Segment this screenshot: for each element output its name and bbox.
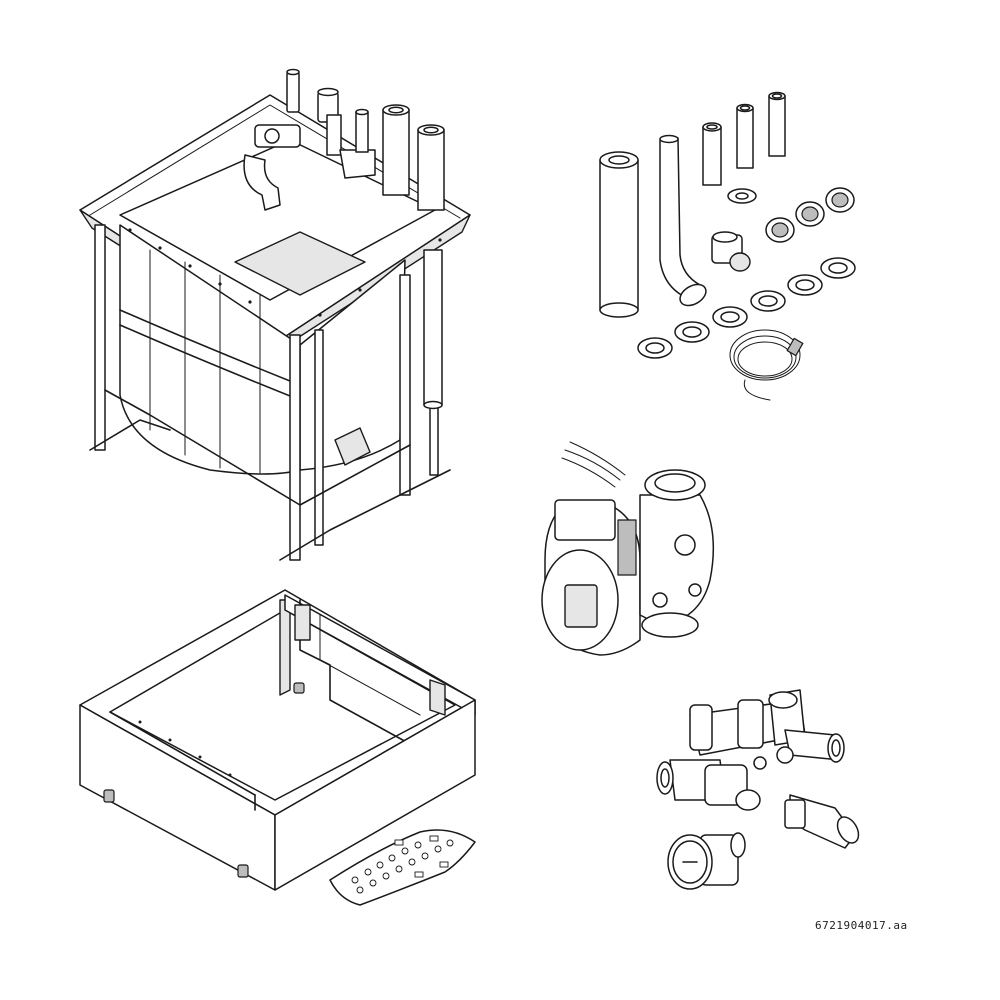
tank-body (119, 224, 301, 475)
sensor-cable (729, 329, 804, 401)
thermostatic-head (667, 832, 746, 890)
base-stand (79, 589, 476, 891)
hardware-bag (329, 829, 476, 906)
valve-group (656, 689, 860, 890)
front-right-panel (274, 699, 476, 891)
top-pipes (243, 68, 445, 410)
tank-frame-unit (79, 68, 471, 561)
elbow-fitting (711, 231, 751, 272)
bent-pipe (659, 134, 707, 307)
circulation-pump (541, 441, 715, 656)
mounting-bracket (334, 427, 371, 466)
union-nuts (765, 187, 855, 243)
feet (103, 682, 305, 878)
insulated-tube (599, 151, 639, 318)
small-tubes (702, 91, 786, 186)
pipe-fittings-kit (599, 91, 856, 401)
drawing-reference-code: 6721904017.aa (815, 919, 908, 932)
sealing-washers (637, 188, 856, 359)
